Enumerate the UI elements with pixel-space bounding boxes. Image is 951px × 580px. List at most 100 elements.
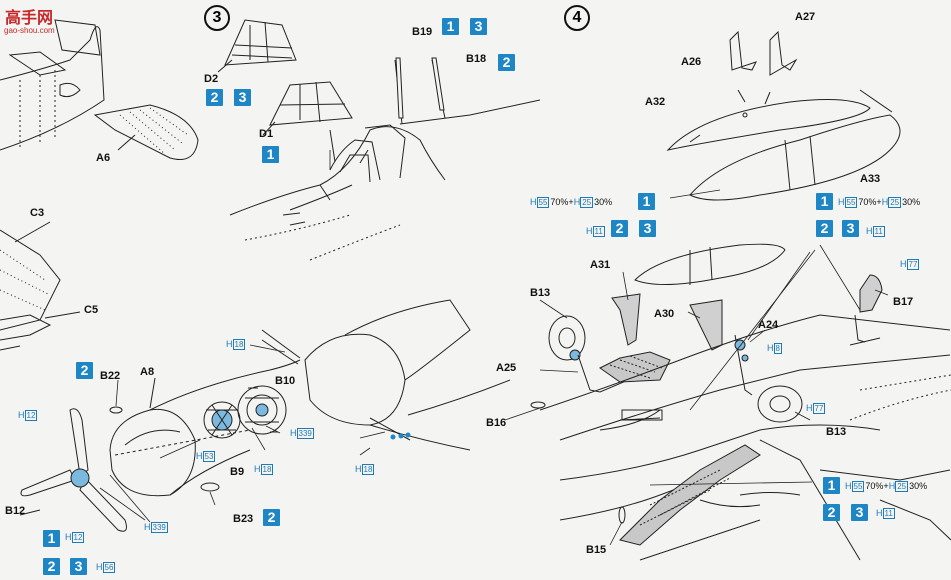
drop-tank-outline-drawing	[634, 243, 786, 285]
mix-pct-30: 30%	[909, 481, 928, 491]
paint-prefix: H	[888, 481, 896, 491]
marker-2-b12: 2	[43, 558, 60, 575]
paint-prefix: H	[845, 481, 852, 491]
paint-code: 18	[361, 464, 375, 475]
marker-3-b12: 3	[70, 558, 87, 575]
paint-code-55: 55	[844, 197, 858, 208]
marker-3-wheel-bay: 3	[851, 504, 868, 521]
paint-prefix: H	[876, 508, 883, 518]
paint-code: 18	[260, 464, 274, 475]
paint-prefix: H	[530, 197, 537, 207]
mix-plus: +	[876, 197, 882, 207]
paint-prefix: H	[144, 522, 151, 532]
exhaust-b22-b23-drawing	[109, 406, 220, 492]
wing-underside-step4-drawing	[539, 314, 951, 561]
part-label-a33: A33	[860, 173, 881, 185]
part-label-a26: A26	[681, 56, 702, 68]
paint-code: 11	[592, 226, 605, 237]
step-4-number: 4	[564, 5, 590, 31]
propeller-b12-drawing	[19, 408, 127, 532]
watermark-url: gao-shou.com	[4, 26, 55, 35]
part-label-d1: D1	[259, 128, 274, 140]
part-label-b9: B9	[230, 466, 245, 478]
marker-1-tank: 1	[638, 193, 655, 210]
paint-code: 56	[102, 562, 116, 573]
part-label-b13-right: B13	[826, 426, 847, 438]
mix-pct-70: 70%	[865, 481, 884, 491]
paint-prefix: H	[196, 451, 203, 461]
marker-1-wheel-bay: 1	[823, 477, 840, 494]
marker-3-b19: 3	[470, 18, 487, 35]
mix-plus: +	[568, 197, 574, 207]
canopy-d2-drawing	[217, 19, 297, 73]
paint-code: 8	[773, 343, 782, 354]
paint-prefix: H	[355, 464, 362, 474]
paint-code: 339	[150, 522, 168, 533]
watermark-site: 高手网	[5, 8, 54, 27]
paint-code: 18	[232, 339, 246, 350]
part-label-a24: A24	[758, 319, 779, 331]
mix-pct-30: 30%	[902, 197, 921, 207]
engine-b9-b10-drawing	[203, 385, 287, 439]
paint-prefix: H	[65, 532, 72, 542]
marker-3-tank: 3	[639, 220, 656, 237]
part-label-b19: B19	[412, 26, 433, 38]
part-label-b22: B22	[100, 370, 121, 382]
part-label-a6: A6	[96, 152, 111, 164]
part-label-c3: C3	[30, 207, 45, 219]
paint-prefix: H	[96, 562, 103, 572]
mix-pct-30: 30%	[594, 197, 613, 207]
marker-3-d2: 3	[234, 89, 251, 106]
part-label-b23: B23	[233, 513, 254, 525]
elevator-a6-drawing	[93, 104, 199, 160]
paint-code-25: 25	[580, 197, 594, 208]
paint-prefix: H	[767, 343, 774, 353]
part-label-a32: A32	[645, 96, 666, 108]
blue-detail-dots	[390, 432, 411, 440]
paint-prefix: H	[573, 197, 581, 207]
paint-code: 11	[882, 508, 895, 519]
paint-prefix: H	[866, 226, 873, 236]
paint-code: 12	[71, 532, 85, 543]
paint-code: 11	[872, 226, 885, 237]
paint-code: 77	[812, 403, 826, 414]
paint-prefix: H	[900, 259, 907, 269]
watermark-logo: 高手网 gao-shou.com	[2, 2, 72, 38]
paint-prefix: H	[226, 339, 233, 349]
marker-2-gear: 2	[816, 220, 833, 237]
part-label-b17: B17	[893, 296, 914, 308]
paint-code-25: 25	[895, 481, 909, 492]
part-label-d2: D2	[204, 73, 219, 85]
part-label-a31: A31	[590, 259, 611, 271]
paint-code: 53	[202, 451, 216, 462]
part-label-b18: B18	[466, 53, 487, 65]
paint-code: 339	[296, 428, 314, 439]
part-label-a30: A30	[654, 308, 675, 320]
marker-2-b23: 2	[263, 509, 280, 526]
fuselage-front-drawing	[261, 299, 511, 451]
part-label-b13-left: B13	[530, 287, 551, 299]
marker-1-b12: 1	[43, 530, 60, 547]
canopy-d1-drawing	[262, 81, 353, 136]
paint-code-25: 25	[888, 197, 902, 208]
part-label-a8: A8	[140, 366, 155, 378]
landing-gear-right-drawing	[689, 274, 883, 423]
part-label-b15: B15	[586, 544, 607, 556]
paint-prefix: H	[18, 410, 25, 420]
part-label-a27: A27	[795, 11, 816, 23]
marker-1-d1: 1	[262, 146, 279, 163]
antenna-b19-b18-drawing	[395, 57, 445, 119]
cowling-a8-drawing	[109, 359, 301, 497]
paint-prefix: H	[586, 226, 593, 236]
drop-tank-a32-drawing	[666, 99, 871, 151]
